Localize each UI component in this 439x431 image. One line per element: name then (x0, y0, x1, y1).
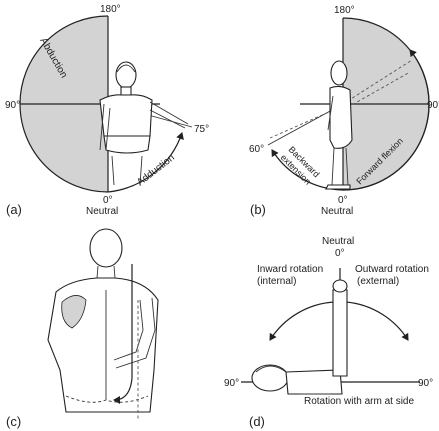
panel-d-neutral-caption: Neutral (322, 236, 354, 247)
panel-d-inward-arc (270, 302, 334, 340)
panel-b-bottom-caption: Neutral (321, 206, 353, 217)
panel-d-reclining-figure (252, 280, 347, 394)
panel-d-outward-label-2: (external) (357, 276, 399, 287)
panel-a-bottom-angle: 0° (103, 195, 113, 206)
panel-b: 180° 90° 60° 0° Neutral (b) Backward ext… (249, 5, 439, 217)
panel-a-body-figure (100, 62, 188, 185)
panel-d-outward-arc (346, 302, 408, 340)
panel-a: 180° 90° 75° 0° Neutral (a) Abduction Ad… (5, 4, 209, 217)
panel-b-left-angle: 60° (249, 144, 264, 155)
panel-b-bottom-angle: 0° (338, 195, 348, 206)
panel-d-right-angle: 90° (418, 378, 433, 389)
panel-b-top-angle: 180° (334, 5, 355, 16)
panel-c-label: (c) (6, 414, 21, 429)
panel-a-top-angle: 180° (100, 4, 121, 15)
panel-b-arm-back-dashed (270, 108, 338, 138)
panel-d-left-angle: 90° (224, 378, 239, 389)
panel-c: (c) (6, 229, 158, 429)
panel-b-label: (b) (250, 202, 266, 217)
panel-a-label: (a) (6, 202, 22, 217)
panel-d-outward-label-1: Outward rotation (355, 264, 429, 275)
panel-b-right-angle: 90° (427, 100, 439, 111)
panel-d: Neutral 0° Inward rotation (internal) Ou… (224, 236, 433, 429)
panel-a-bottom-caption: Neutral (86, 206, 118, 217)
panel-a-right-angle: 75° (194, 124, 209, 135)
panel-d-bottom-caption: Rotation with arm at side (304, 396, 414, 407)
panel-d-label: (d) (249, 414, 265, 429)
panel-d-top-angle: 0° (335, 248, 345, 259)
panel-d-inward-label-1: Inward rotation (257, 264, 323, 275)
panel-d-inward-label-2: (internal) (257, 276, 296, 287)
panel-a-left-angle: 90° (5, 100, 20, 111)
